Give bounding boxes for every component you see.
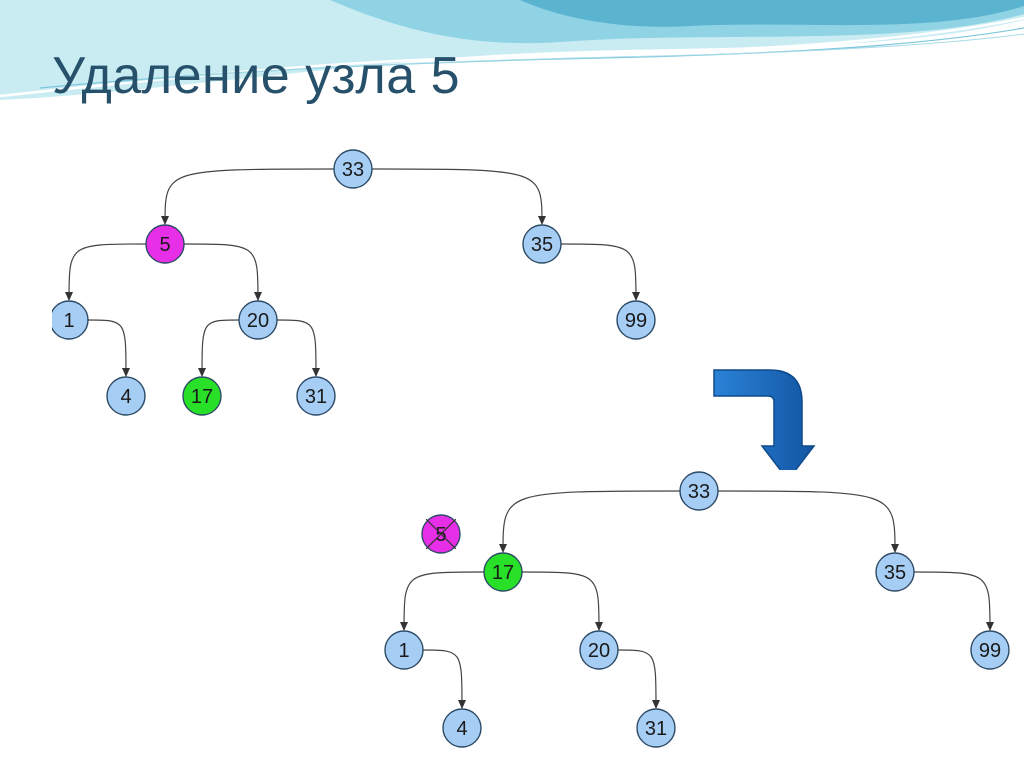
tree-node-33: 33 [333,149,373,189]
tree-edge [422,649,466,709]
node-circle [442,708,482,748]
bent-arrow-down-icon [713,369,816,482]
tree-node-4: 4 [442,708,482,748]
node-circle [384,630,424,670]
node-label: 1 [63,310,74,332]
node-circle [182,376,222,416]
tree-edge [371,168,546,225]
node-label: 1 [398,640,409,662]
node-label: 31 [305,386,327,408]
wave-dark [520,0,1024,27]
node-circle [483,552,523,592]
tree-node-5: 5 [145,224,185,264]
node-circle [616,300,656,340]
tree-edge [913,571,994,631]
tree-edge [87,319,130,377]
tree-edge [521,571,603,631]
tree-node-99: 99 [970,630,1010,670]
node-label: 99 [979,640,1001,662]
tree-edge [400,571,485,631]
tree-node-17: 17 [182,376,222,416]
tree-node-20: 20 [238,300,278,340]
node-circle [106,376,146,416]
edges [400,490,994,709]
node-label: 31 [645,718,667,740]
node-label: 4 [456,718,467,740]
slide-title: Удаление узла 5 [52,47,461,105]
node-label: 4 [120,386,131,408]
tree-edge [717,490,899,553]
tree-edge [560,243,640,301]
edges [65,168,640,377]
node-label: 17 [191,386,213,408]
tree-node-35: 35 [875,552,915,592]
node-label: 5 [435,524,446,546]
tree-node-1: 1 [49,300,89,340]
node-label: 20 [588,640,610,662]
wave-white-line [0,16,1024,98]
node-circle [636,708,676,748]
node-label: 17 [492,562,514,584]
tree-edge [276,319,320,377]
tree-node-17: 17 [483,552,523,592]
node-circle [333,149,373,189]
tree-node-4: 4 [106,376,146,416]
node-circle [679,471,719,511]
tree-edge [617,649,660,709]
nodes: 33 5 35 1 20 99 4 17 31 [49,149,656,416]
tree-node-31: 31 [296,376,336,416]
node-label: 35 [531,234,553,256]
node-circle [579,630,619,670]
tree-node-35: 35 [522,224,562,264]
tree-node-33: 33 [679,471,719,511]
tree-before-panel: 33 5 35 1 20 99 4 17 31 [49,148,658,416]
tree-node-99: 99 [616,300,656,340]
node-label: 35 [884,562,906,584]
node-label: 33 [342,159,364,181]
nodes: 33 5 17 35 1 20 99 4 31 [384,471,1010,748]
tree-edge [183,243,262,301]
tree-edge [499,490,681,553]
node-label: 5 [159,234,170,256]
node-circle [522,224,562,264]
node-label: 20 [247,310,269,332]
tree-before: 33 5 35 1 20 99 4 17 31 [49,149,656,416]
node-circle [238,300,278,340]
node-circle [145,224,185,264]
node-label: 99 [625,310,647,332]
tree-edge [198,319,240,377]
node-circle [296,376,336,416]
node-circle [875,552,915,592]
tree-edge [161,168,335,225]
wave-decoration [0,0,1024,100]
tree-edge [65,243,147,301]
tree-node-20: 20 [579,630,619,670]
tree-after-panel: 33 5 17 35 1 20 99 4 31 [384,470,1020,752]
cross-line [425,518,457,550]
tree-after: 33 5 17 35 1 20 99 4 31 [384,471,1010,748]
node-label: 33 [688,481,710,503]
node-circle [970,630,1010,670]
tree-node-5-removed: 5 [421,514,461,554]
tree-node-1: 1 [384,630,424,670]
tree-node-31: 31 [636,708,676,748]
wave-line-3 [119,33,1024,83]
